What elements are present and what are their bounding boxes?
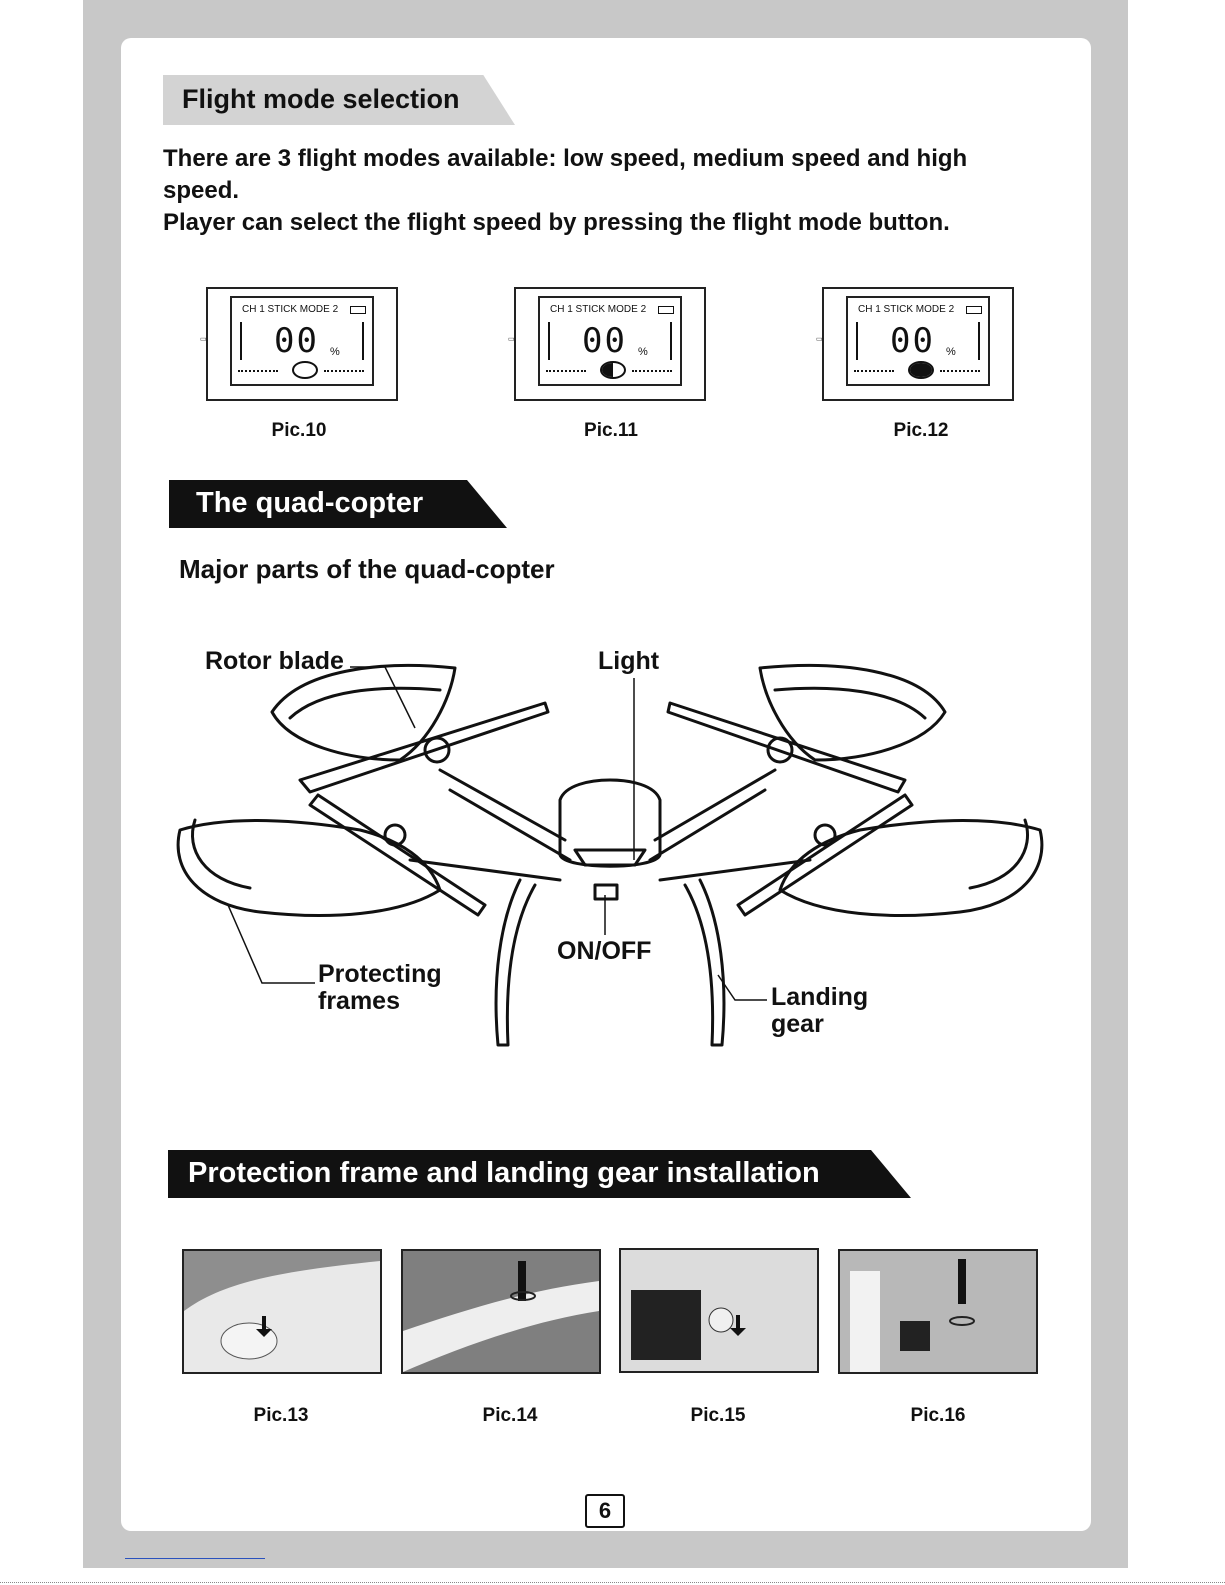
description-line: speed. [163,177,240,204]
battery-icon [350,306,366,314]
lcd-status-text: CH 1 STICK MODE 2 [550,304,647,315]
screwdriver-icon [518,1261,526,1301]
callout-protecting-frames: Protecting frames [318,960,442,1015]
description-line: There are 3 flight modes available: low … [163,145,968,172]
section-header-quad-copter: The quad-copter [169,480,507,528]
battery-icon [658,306,674,314]
section-header-flight-mode: Flight mode selection [163,75,515,125]
caption-pic14: Pic.14 [482,1405,538,1426]
section-title: Flight mode selection [182,84,460,114]
speed-mode-indicator-icon [908,361,934,379]
section-title: Protection frame and landing gear instal… [188,1157,820,1189]
photo-pic15 [619,1248,819,1373]
lcd-display-high-speed: ▭ CH 1 STICK MODE 2 00 % [816,287,1014,401]
lcd-percent: % [946,346,956,358]
callout-rotor-blade: Rotor blade [205,647,344,675]
caption-pic16: Pic.16 [910,1405,966,1426]
photo-pic14 [401,1249,601,1374]
lcd-display-medium-speed: ▭ CH 1 STICK MODE 2 00 % [508,287,706,401]
lcd-display-low-speed: ▭ CH 1 STICK MODE 2 00 % [200,287,398,401]
lcd-percent: % [330,346,340,358]
arrow-down-icon [730,1315,746,1336]
screwdriver-icon [958,1259,966,1304]
caption-pic11: Pic.11 [584,420,638,441]
speed-mode-indicator-icon [292,361,318,379]
lcd-status-text: CH 1 STICK MODE 2 [858,304,955,315]
lcd-digits: 00 [274,321,319,361]
flight-mode-description: There are 3 flight modes available: low … [163,143,1063,239]
section-title: The quad-copter [196,487,424,519]
photo-pic13 [182,1249,382,1374]
arrow-down-icon [256,1316,272,1337]
lcd-digits: 00 [582,321,627,361]
callout-light: Light [598,647,660,675]
speed-mode-indicator-icon [600,361,626,379]
section-subtitle: Major parts of the quad-copter [179,554,555,584]
photo-pic16 [838,1249,1038,1374]
caption-pic10: Pic.10 [271,420,327,441]
description-line: Player can select the flight speed by pr… [163,209,950,236]
callout-on-off: ON/OFF [557,937,652,965]
lcd-percent: % [638,346,648,358]
caption-pic13: Pic.13 [253,1405,309,1426]
callout-landing-gear: Landing gear [771,983,869,1038]
battery-icon [966,306,982,314]
section-header-installation: Protection frame and landing gear instal… [168,1150,911,1198]
lcd-status-text: CH 1 STICK MODE 2 [242,304,339,315]
lcd-digits: 00 [890,321,935,361]
page-number: 6 [585,1494,625,1528]
caption-pic12: Pic.12 [893,420,949,441]
footer-dotted-line [0,1582,1225,1583]
footer-link-line [125,1558,265,1559]
caption-pic15: Pic.15 [690,1405,746,1426]
